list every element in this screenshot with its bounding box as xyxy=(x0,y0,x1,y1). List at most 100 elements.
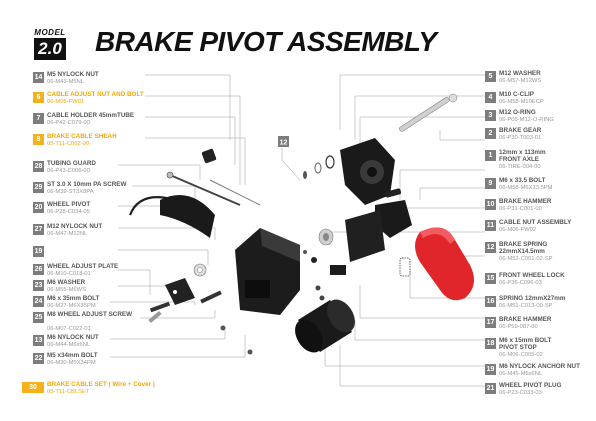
part-code: 06-TIRE-004-00 xyxy=(499,164,541,170)
part-code: 06-P23-C033-03 xyxy=(499,390,542,396)
part-name: ST 3.0 X 10mm PA SCREW xyxy=(47,181,127,188)
model-version: 2.0 xyxy=(34,38,66,60)
front-wheel-lock xyxy=(399,227,474,301)
part-code: 06-M45-M6x6NL xyxy=(499,371,543,377)
part-number: 20 xyxy=(33,202,44,213)
part-code: 06-P42-C079-00 xyxy=(47,120,90,126)
callout-badge xyxy=(278,136,289,147)
model-badge: MODEL 2.0 xyxy=(30,28,70,62)
part-name: M5 x34mm BOLT xyxy=(47,352,98,359)
part-number: 19 xyxy=(33,246,44,257)
part-name: SPRING 12mmX27mm xyxy=(499,295,566,302)
part-number: 5 xyxy=(485,71,496,82)
part-code: 06-M58-M10ECP xyxy=(499,99,544,105)
part-number: 14 xyxy=(33,72,44,83)
part-number: 29 xyxy=(33,182,44,193)
part-name: M6 WASHER xyxy=(47,279,86,286)
part-code: 06-M58-M6X33.5PM xyxy=(499,185,553,191)
part-code: 05-T11-C062-00 xyxy=(47,141,90,147)
part-code: 06-M57-M12WS xyxy=(499,78,542,84)
part-number: 30 xyxy=(22,382,44,393)
part-name: 12mm x 113mm FRONT AXLE xyxy=(499,149,546,163)
part-name: M12 O-RING xyxy=(499,109,536,116)
part-name: M6 x 33.5 BOLT xyxy=(499,177,546,184)
brake-hammer xyxy=(303,188,412,275)
part-number: 11 xyxy=(485,220,496,231)
part-name: WHEEL PIVOT PLUG xyxy=(499,382,562,389)
part-name: FRONT WHEEL LOCK xyxy=(499,272,565,279)
part-name: BRAKE CABLE SET ( Wire + Cover ) xyxy=(47,381,155,388)
part-name: BRAKE HAMMER xyxy=(499,316,552,323)
part-name: CABLE HOLDER 45mmTUBE xyxy=(47,112,135,119)
part-number: 6 xyxy=(33,92,44,103)
cable-parts xyxy=(128,148,261,238)
part-code: 06-M07-C022-01 xyxy=(47,326,91,332)
part-name: M5 NYLOCK NUT xyxy=(47,71,99,78)
part-number: 1 xyxy=(485,150,496,161)
part-code: 06-M27-M6X35PM xyxy=(47,303,96,309)
brake-gear xyxy=(303,93,458,205)
part-number: 4 xyxy=(485,92,496,103)
small-hardware xyxy=(148,263,325,355)
part-code: 06-M06-C005-02 xyxy=(499,352,543,358)
part-name: M12 WASHER xyxy=(499,70,541,77)
part-name: M6 x 15mm BOLT PIVOT STOP xyxy=(499,337,552,351)
model-label: MODEL xyxy=(34,28,66,37)
part-code: 06-M51-C013-00-SP xyxy=(499,303,553,309)
part-code: 06-M52-C001-02-SP xyxy=(499,256,553,262)
part-number: 15 xyxy=(485,273,496,284)
part-number: 28 xyxy=(33,161,44,172)
part-name: BRAKE HAMMER xyxy=(499,198,552,205)
part-code: 06-M30-M5X34PM xyxy=(47,360,96,366)
part-number: 18 xyxy=(485,338,496,349)
part-code: 06-P31-C001-00 xyxy=(499,206,542,212)
part-number: 17 xyxy=(485,317,496,328)
part-name: CABLE NUT ASSEMBLY xyxy=(499,219,572,226)
part-code: 06-P28-C034-05 xyxy=(47,209,90,215)
part-number: 22 xyxy=(33,353,44,364)
part-number: 10 xyxy=(485,199,496,210)
part-code: 06-P05-M12-O-RING xyxy=(499,117,554,123)
part-name: WHEEL ADJUST PLATE xyxy=(47,263,119,270)
part-name: M10 C-CLIP xyxy=(499,91,534,98)
part-number: 19 xyxy=(485,364,496,375)
part-number: 16 xyxy=(485,296,496,307)
part-code: 06-M05-FW01 xyxy=(47,99,85,105)
wheel-pivot-plug xyxy=(295,299,355,353)
part-number: 7 xyxy=(33,113,44,124)
part-code: 06-M47-M12NL xyxy=(47,231,88,237)
part-number: 26 xyxy=(33,264,44,275)
part-number: 2 xyxy=(485,128,496,139)
part-number: 3 xyxy=(485,110,496,121)
part-code: 05-T11-CBLSET xyxy=(47,389,90,395)
part-code: 06-M44-M6x6NL xyxy=(47,342,91,348)
part-number: 9 xyxy=(485,178,496,189)
part-name: BRAKE GEAR xyxy=(499,127,542,134)
callout-12: 12 xyxy=(280,140,288,147)
part-name: TUBING GUARD xyxy=(47,160,96,167)
part-number: 24 xyxy=(33,296,44,307)
part-code: 06-M39-ST3X8PA xyxy=(47,189,94,195)
main-housing xyxy=(235,228,300,315)
page-title: BRAKE PIVOT ASSEMBLY xyxy=(95,26,437,57)
part-code: 06-P36-C096-03 xyxy=(499,280,542,286)
part-name: M8 WHEEL ADJUST SCREW xyxy=(47,311,133,318)
part-number: 8 xyxy=(33,134,44,145)
part-code: 06-M06-FW02 xyxy=(499,227,537,233)
part-number: 25 xyxy=(33,312,44,323)
part-name: WHEEL PIVOT xyxy=(47,201,91,208)
part-code: 06-M43-M5NL xyxy=(47,79,85,85)
part-number: 23 xyxy=(33,280,44,291)
part-name: BRAKE CABLE SHEAH xyxy=(47,133,117,140)
part-number: 27 xyxy=(33,224,44,235)
part-code: 06-P43-C006-00 xyxy=(47,168,90,174)
part-name: CABLE ADJUST NUT AND BOLT xyxy=(47,91,144,98)
part-name: M6 NYLOCK NUT xyxy=(47,334,99,341)
part-code: 06-M55-M6WS xyxy=(47,287,86,293)
part-code: 06-P30-T003-01 xyxy=(499,135,542,141)
part-name: M12 NYLOCK NUT xyxy=(47,223,103,230)
part-name: M6 x 35mm BOLT xyxy=(47,295,100,302)
part-code: 06-M10-C018-01 xyxy=(47,271,91,277)
